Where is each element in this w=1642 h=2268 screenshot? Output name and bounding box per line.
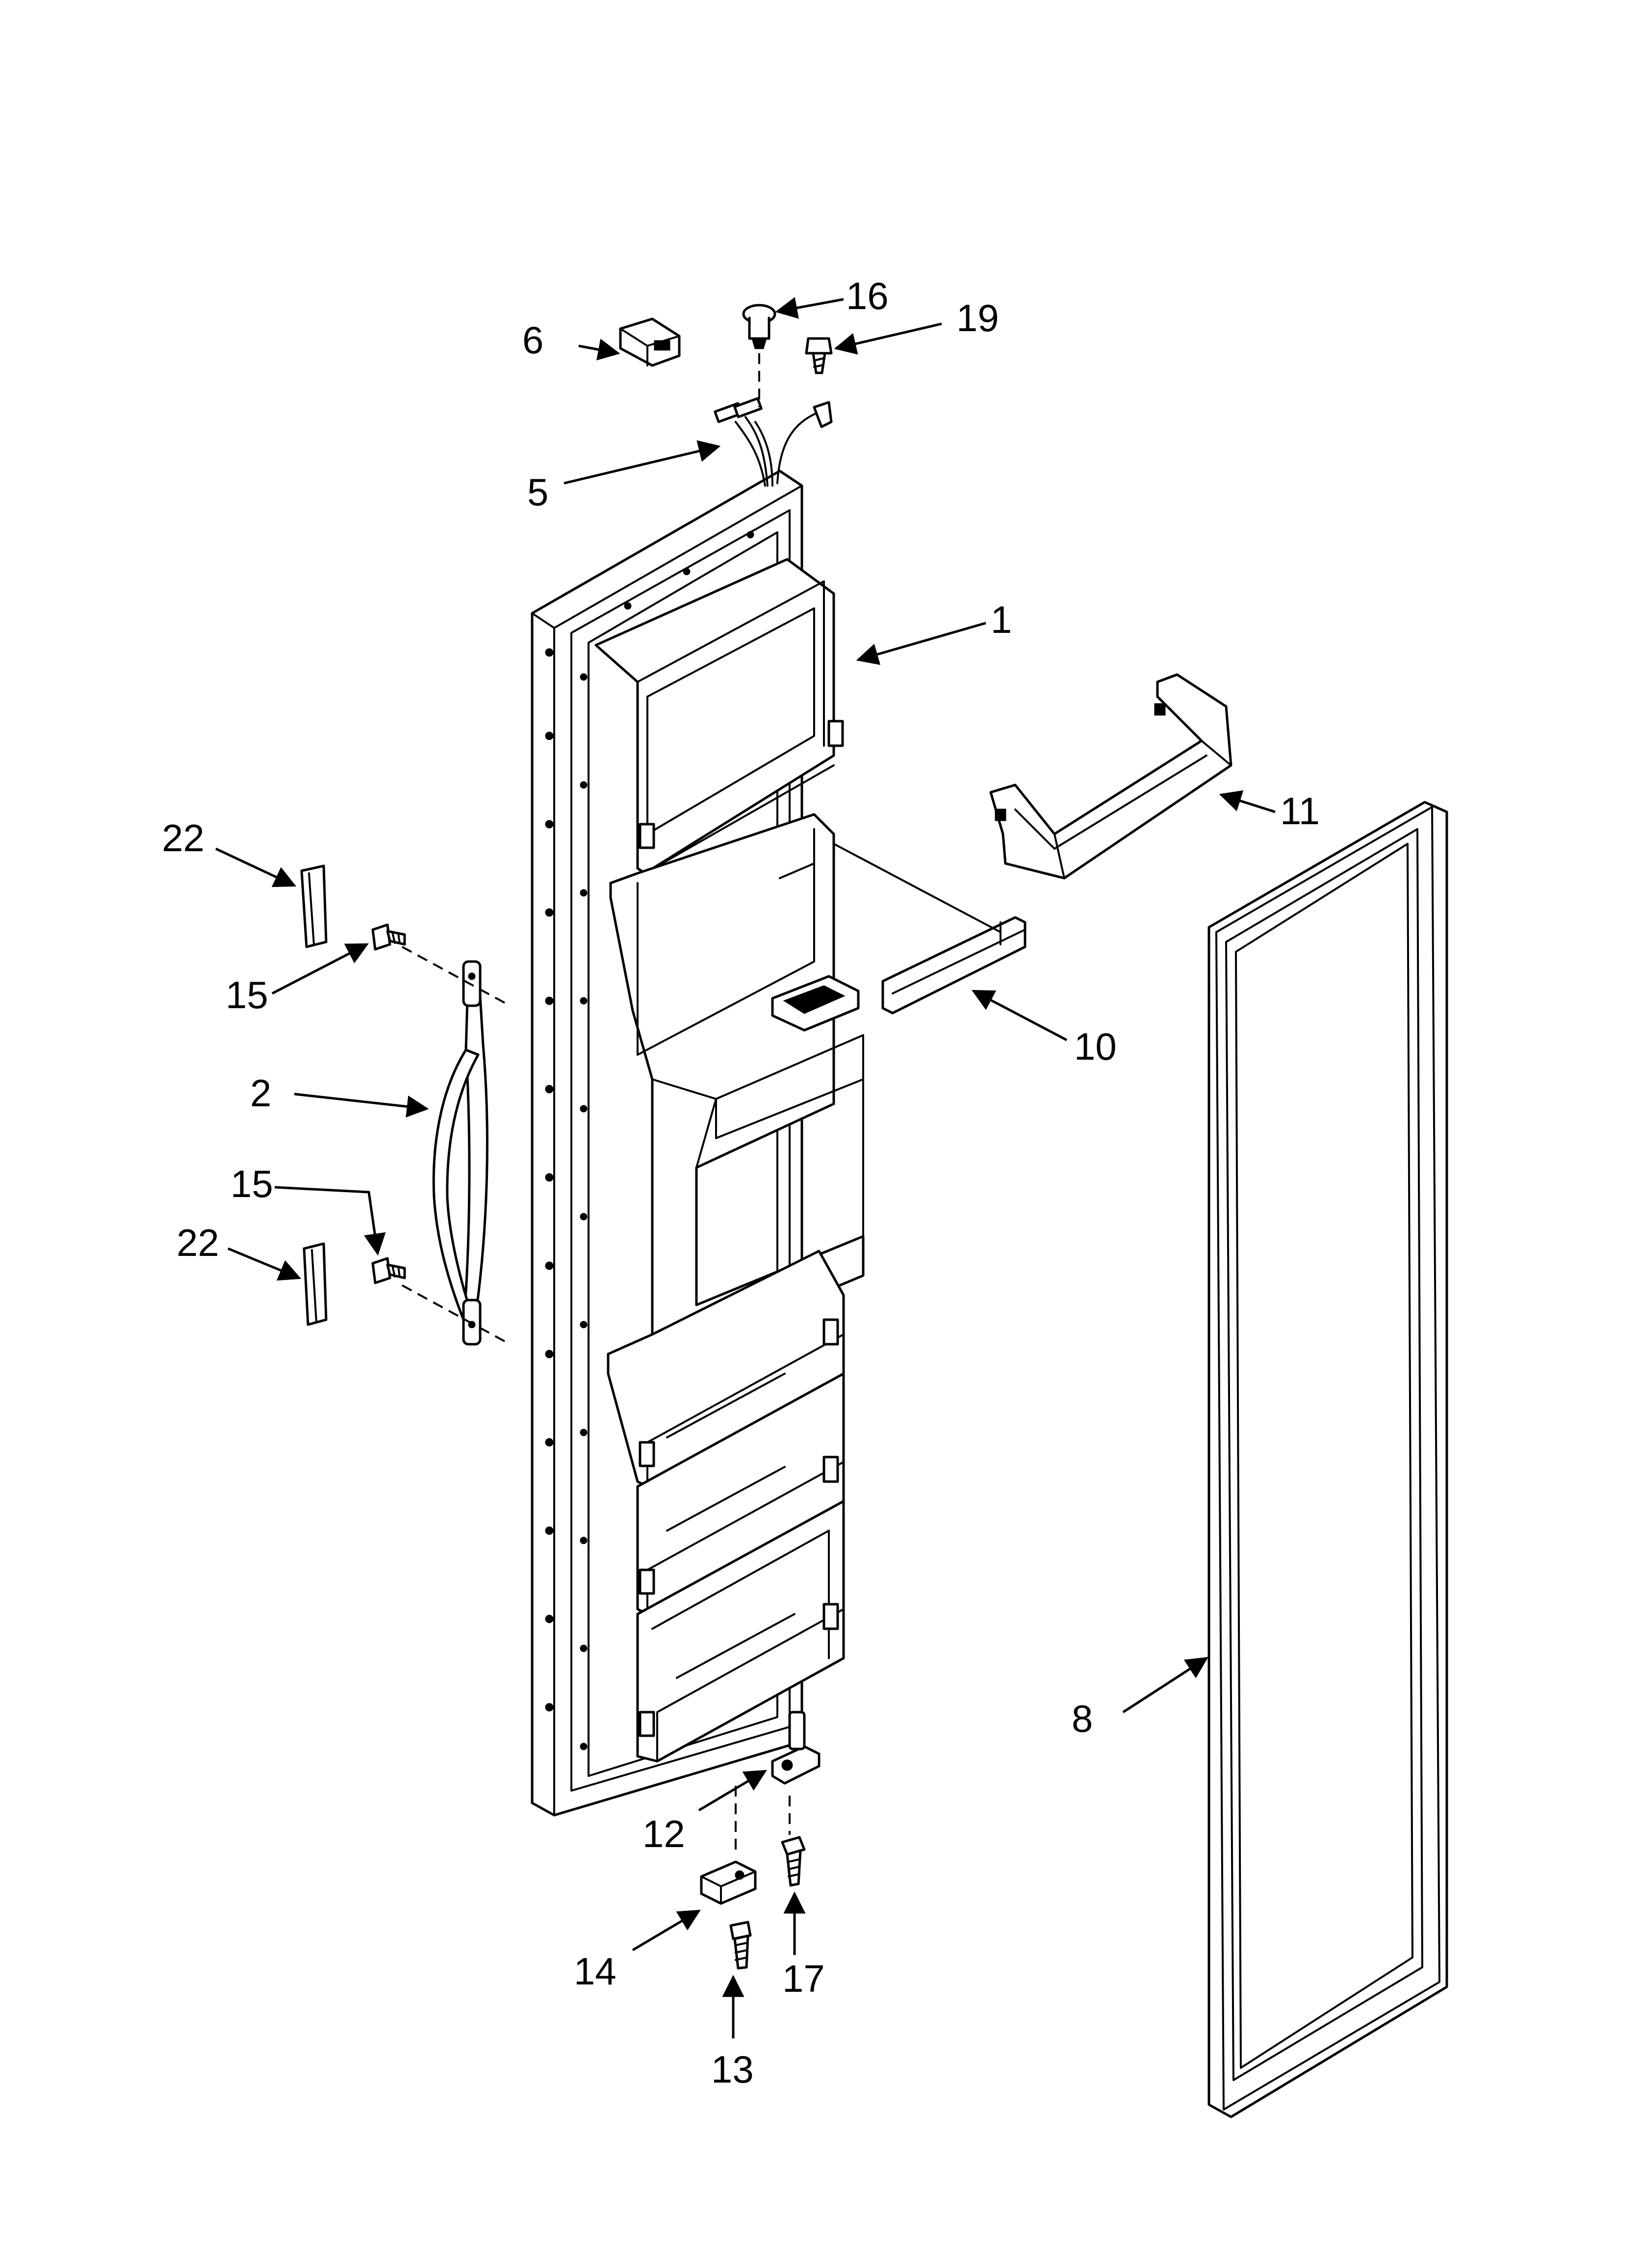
callout-labels: 1 2 5 6 8 10 11 12 13 14 15 15 16 17 19 … — [162, 274, 1320, 2091]
callout-19: 19 — [956, 296, 999, 339]
leader-6 — [578, 339, 620, 361]
callout-22-upper: 22 — [162, 816, 205, 860]
leader-22-lower — [228, 1247, 302, 1281]
callout-5: 5 — [527, 470, 548, 514]
callout-12: 12 — [642, 1812, 685, 1855]
trim-strip-part — [833, 843, 1026, 1015]
callout-15-upper: 15 — [226, 973, 268, 1017]
leader-19 — [834, 322, 942, 355]
leader-10 — [972, 990, 1068, 1042]
door-gasket-part — [1207, 801, 1448, 2118]
stop-screw-13-part — [729, 1921, 752, 1970]
leader-16 — [775, 297, 844, 319]
handle-screw-15-upper — [371, 923, 406, 951]
callout-11: 11 — [1280, 789, 1320, 833]
callout-14: 14 — [574, 1950, 616, 1993]
leader-8 — [1122, 1657, 1208, 1714]
leader-2 — [294, 1093, 429, 1118]
door-stop-14-part — [700, 1786, 757, 1905]
callout-16: 16 — [846, 274, 889, 317]
leader-15-lower — [274, 1186, 386, 1256]
handle-screw-15-lower — [371, 1257, 406, 1284]
door-panel-part — [531, 469, 865, 1817]
handle-cap-22-lower — [303, 1242, 328, 1326]
callout-22-lower: 22 — [177, 1221, 219, 1264]
door-shelf-part — [989, 673, 1232, 880]
callout-17: 17 — [782, 1957, 825, 2000]
leader-22-upper — [215, 847, 297, 887]
door-handle-part — [432, 960, 488, 1346]
callout-10: 10 — [1074, 1025, 1117, 1068]
leader-12 — [698, 1770, 767, 1812]
leader-15-upper — [271, 943, 369, 995]
hinge-12-part — [771, 1711, 821, 1835]
leader-11 — [1219, 790, 1276, 813]
door-screw-holes — [545, 531, 754, 1750]
leader-lines — [215, 297, 1276, 2038]
callout-15-lower: 15 — [231, 1162, 273, 1205]
leader-14 — [632, 1909, 701, 1952]
callout-1: 1 — [991, 598, 1012, 641]
leader-5 — [564, 440, 721, 485]
wire-harness-part — [714, 397, 833, 487]
callout-13: 13 — [711, 2048, 754, 2091]
switch-block-part — [619, 317, 681, 367]
callout-6: 6 — [522, 318, 543, 362]
leader-1 — [856, 622, 986, 665]
hinge-screw-17-part — [781, 1836, 806, 1887]
screw-19-part — [805, 337, 833, 374]
callout-2: 2 — [250, 1071, 271, 1115]
handle-cap-22-upper — [300, 864, 328, 948]
plug-button-part — [742, 304, 776, 407]
callout-8: 8 — [1072, 1697, 1093, 1740]
